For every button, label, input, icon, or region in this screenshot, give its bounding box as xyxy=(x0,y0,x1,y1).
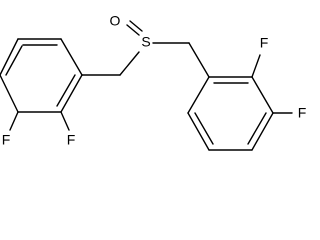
left-benzene-ring xyxy=(0,38,83,113)
bond xyxy=(0,38,19,76)
bond-ring-to-fluorine xyxy=(251,54,261,78)
oxygen-atom-label: O xyxy=(110,13,121,29)
double-bond-inner xyxy=(5,45,23,76)
fluorine-atom-label: F xyxy=(2,132,11,148)
fluorine-atom-label: F xyxy=(260,35,269,51)
bond xyxy=(251,112,274,151)
double-bond-inner xyxy=(194,112,214,145)
bond xyxy=(187,112,210,151)
bond-sulfoxide xyxy=(129,20,143,32)
bond xyxy=(60,38,83,76)
fluorine-atom-label: F xyxy=(298,105,307,121)
double-bond-inner xyxy=(56,74,76,107)
bond xyxy=(60,74,83,113)
bond-ring-to-fluorine xyxy=(60,111,70,131)
bond xyxy=(251,76,274,114)
bond-ch2-to-sulfur xyxy=(119,51,140,76)
structure-diagram: O S F F F F xyxy=(0,13,307,151)
right-benzene-ring xyxy=(187,76,274,151)
bond-ch2-to-ring xyxy=(188,42,210,78)
bond xyxy=(0,74,19,113)
fluorine-atom-label: F xyxy=(67,132,76,148)
bond-ring-to-fluorine xyxy=(9,111,19,131)
bond-sulfoxide xyxy=(126,24,140,36)
sulfur-atom-label: S xyxy=(141,34,150,50)
double-bond-inner xyxy=(247,112,267,145)
bond xyxy=(187,76,210,114)
